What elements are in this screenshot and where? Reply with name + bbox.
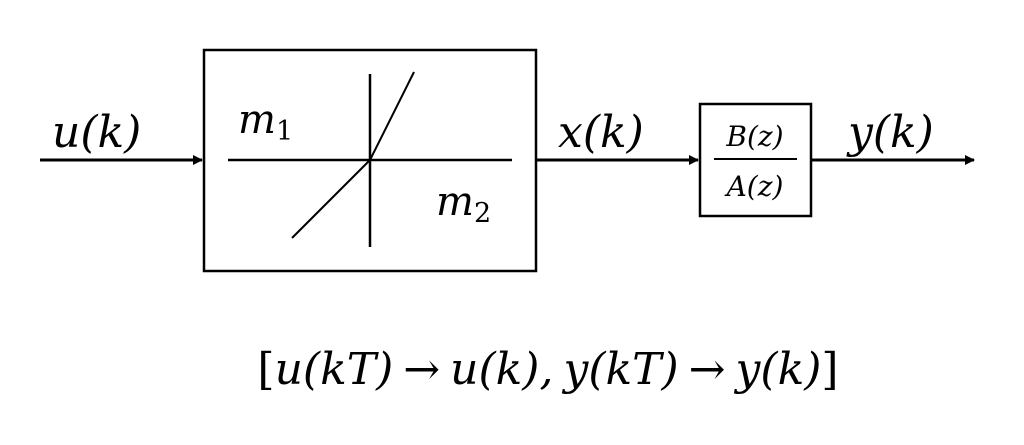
caption-y-kT: y(kT) [561, 344, 678, 395]
sampling-caption: [u(kT)→u(k),y(kT)→y(k)] [257, 344, 838, 395]
slope-m2-line [291, 159, 371, 239]
slope-m2-subscript: 2 [474, 198, 491, 229]
caption-arrow-1: → [403, 344, 440, 395]
slope-m2-label: m2 [436, 179, 491, 229]
slope-m1-line [369, 71, 415, 161]
output-signal-label: y(k) [846, 107, 934, 158]
slope-m1-label: m1 [238, 97, 293, 147]
transfer-function-numerator: B(z) [725, 120, 783, 153]
caption-y-k: y(k) [734, 344, 822, 395]
caption-open-bracket: [ [257, 344, 274, 395]
intermediate-signal-label: x(k) [558, 107, 644, 158]
transfer-function-denominator: A(z) [724, 170, 784, 203]
caption-close-bracket: ] [821, 344, 838, 395]
slope-m1-subscript: 1 [276, 116, 293, 147]
slope-m2-symbol: m [436, 179, 474, 225]
input-signal-label: u(k) [52, 107, 141, 158]
caption-u-k: u(k), [450, 344, 553, 395]
caption-arrow-2: → [689, 344, 726, 395]
caption-u-kT: u(kT) [275, 344, 394, 395]
slope-m1-symbol: m [238, 97, 276, 143]
